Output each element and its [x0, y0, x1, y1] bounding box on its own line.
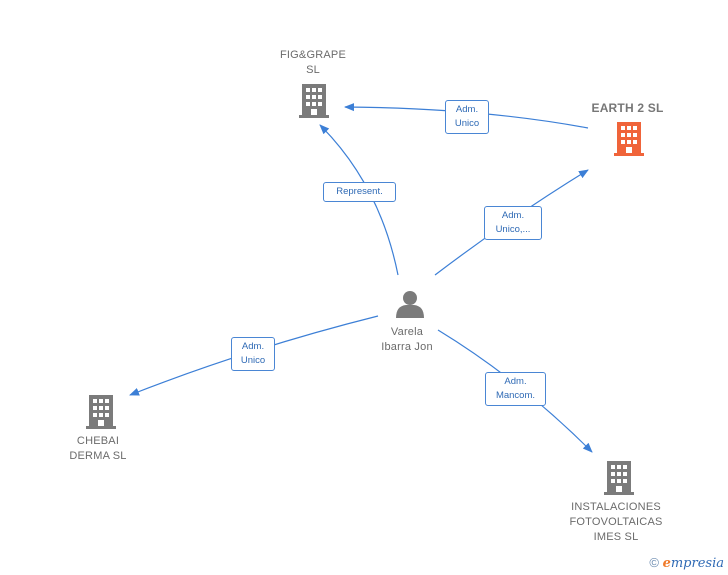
- building-icon[interactable]: [299, 84, 329, 118]
- building-icon[interactable]: [86, 395, 116, 429]
- building-icon[interactable]: [614, 122, 644, 156]
- node-label-varela[interactable]: Varela Ibarra Jon: [381, 326, 433, 353]
- node-label-instalaciones[interactable]: INSTALACIONES FOTOVOLTAICAS IMES SL: [569, 501, 663, 543]
- brand-watermark: © empresia: [649, 555, 724, 571]
- brand-logo: empresia: [662, 556, 724, 571]
- building-icon[interactable]: [604, 461, 634, 495]
- node-label-figgrape[interactable]: FIG&GRAPE SL: [280, 49, 346, 76]
- edge-label-varela-instalaciones: Adm. Mancom.: [485, 372, 546, 406]
- copyright-symbol: ©: [649, 555, 659, 570]
- edge-label-varela-chebai: Adm. Unico: [231, 337, 275, 371]
- edge-label-earth2-figgrape: Adm. Unico: [445, 100, 489, 134]
- edge-label-varela-figgrape: Represent.: [323, 182, 396, 202]
- node-label-earth2[interactable]: EARTH 2 SL: [591, 101, 664, 115]
- node-label-chebai[interactable]: CHEBAI DERMA SL: [69, 435, 127, 462]
- edge-label-varela-earth2: Adm. Unico,...: [484, 206, 542, 240]
- person-icon[interactable]: [396, 291, 424, 318]
